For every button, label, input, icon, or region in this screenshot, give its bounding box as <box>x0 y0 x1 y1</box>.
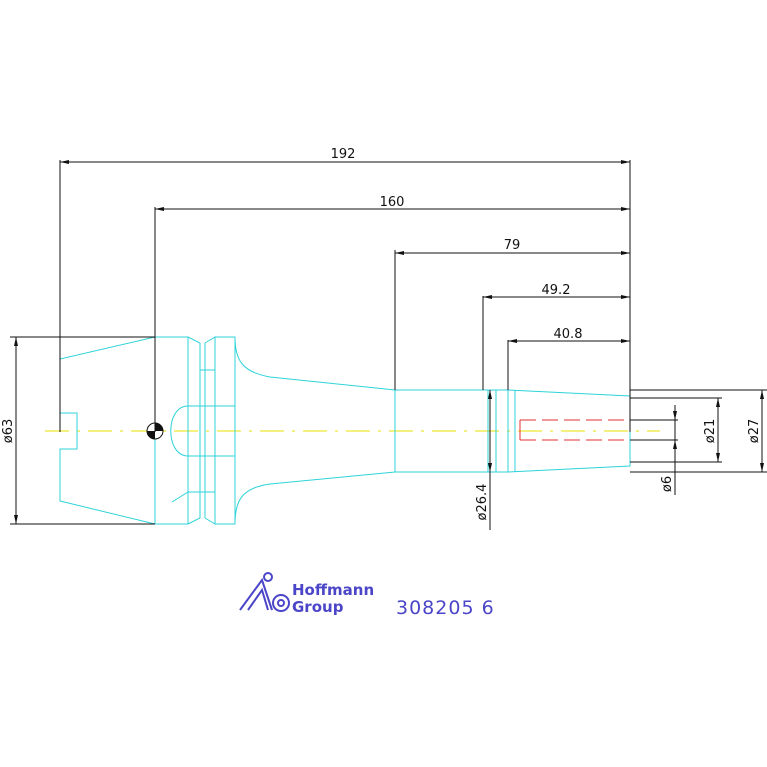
logo-mark-icon <box>239 572 290 612</box>
dim-160-label: 160 <box>380 195 405 210</box>
dia-26-4-label: ø26.4 <box>475 484 490 521</box>
dim-49-2-label: 49.2 <box>542 283 571 298</box>
dimension-lines <box>10 160 767 530</box>
dia-21-label: ø21 <box>703 419 718 444</box>
dia-63-label: ø63 <box>1 419 16 444</box>
logo-line2: Group <box>292 598 344 616</box>
dim-192-label: 192 <box>331 147 356 162</box>
article-number: 308205 6 <box>396 597 495 619</box>
dia-27-label: ø27 <box>747 419 762 444</box>
dim-40-8-label: 40.8 <box>554 327 583 342</box>
hidden-bore <box>519 419 630 441</box>
dimension-arrows <box>14 160 764 524</box>
tool-holder-outline <box>59 336 631 525</box>
dim-79-label: 79 <box>504 238 521 253</box>
logo-line1: Hoffmann <box>292 581 374 599</box>
dia-6-label: ø6 <box>660 476 675 492</box>
hoffmann-group-logo: Hoffmann Group <box>239 572 374 616</box>
